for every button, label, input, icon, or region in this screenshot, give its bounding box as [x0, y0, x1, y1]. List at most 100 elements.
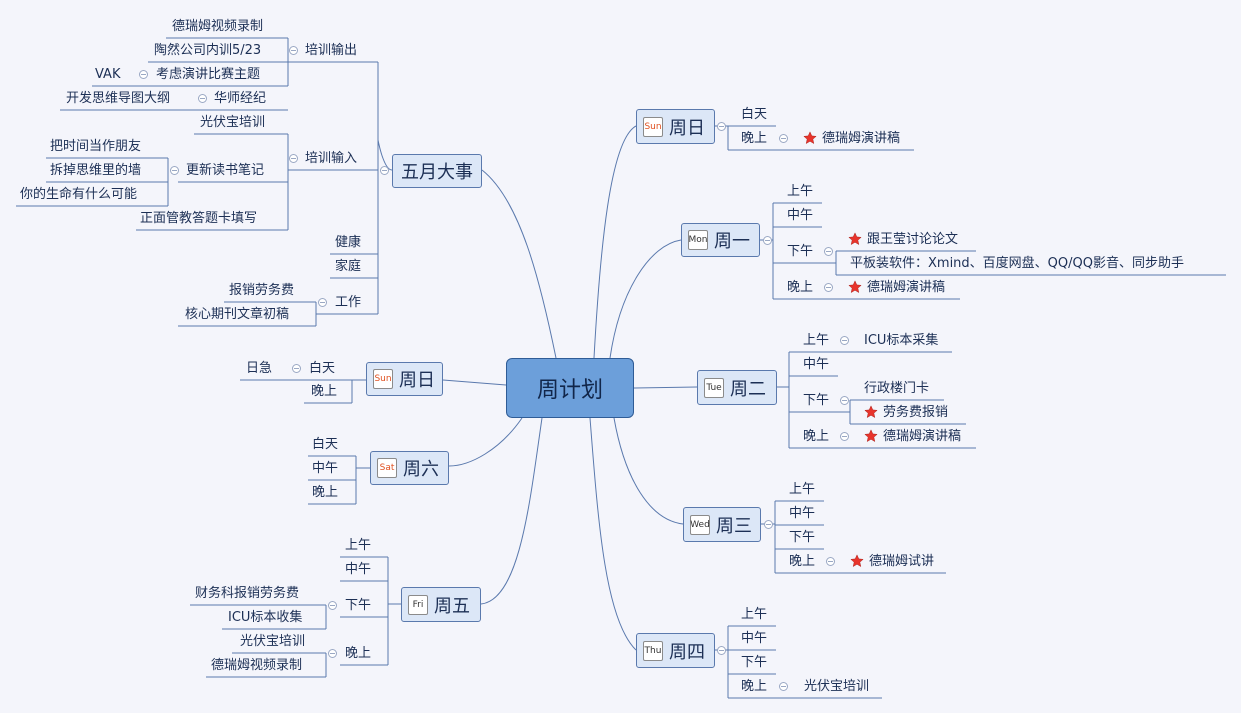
collapse-icon[interactable]: [717, 646, 726, 655]
collapse-icon[interactable]: [139, 70, 148, 79]
collapse-icon[interactable]: [824, 283, 833, 292]
day-item[interactable]: 白天: [309, 361, 336, 376]
collapse-icon[interactable]: [328, 601, 337, 610]
reading-notes-item[interactable]: 拆掉思维里的墙: [50, 163, 142, 178]
topic-may-events[interactable]: 五月大事: [392, 154, 482, 188]
collapse-icon[interactable]: [763, 236, 772, 245]
topic-saturday[interactable]: Sat 周六: [370, 451, 449, 485]
wednesday-am[interactable]: 上午: [789, 482, 816, 497]
collapse-icon[interactable]: [380, 166, 389, 175]
tuesday-eve-item[interactable]: 德瑞姆演讲稿: [883, 429, 962, 444]
monday-eve[interactable]: 晚上: [787, 280, 814, 295]
tuesday-am-item[interactable]: ICU标本采集: [864, 333, 939, 348]
training-input-label[interactable]: 培训输入: [305, 151, 358, 166]
star-icon: [848, 280, 862, 294]
training-output-item[interactable]: 德瑞姆视频录制: [172, 19, 264, 34]
tuesday-pm-item[interactable]: 劳务费报销: [883, 405, 949, 420]
health-item[interactable]: 健康: [335, 235, 362, 250]
work-item[interactable]: 报销劳务费: [229, 283, 295, 298]
thursday-noon[interactable]: 中午: [741, 631, 768, 646]
tuesday-noon[interactable]: 中午: [803, 357, 830, 372]
monday-am[interactable]: 上午: [787, 184, 814, 199]
tuesday-eve[interactable]: 晚上: [803, 429, 830, 444]
work-item[interactable]: 核心期刊文章初稿: [185, 307, 290, 322]
tuesday-pm-item[interactable]: 行政楼门卡: [864, 381, 930, 396]
star-icon: [864, 405, 878, 419]
friday-pm-item[interactable]: ICU标本收集: [228, 610, 303, 625]
huashi-child[interactable]: 开发思维导图大纲: [66, 91, 171, 106]
reading-notes-item[interactable]: 你的生命有什么可能: [20, 187, 138, 202]
tuesday-am[interactable]: 上午: [803, 333, 830, 348]
collapse-icon[interactable]: [328, 649, 337, 658]
saturday-item[interactable]: 中午: [312, 461, 339, 476]
wednesday-pm[interactable]: 下午: [789, 530, 816, 545]
collapse-icon[interactable]: [824, 247, 833, 256]
collapse-icon[interactable]: [292, 364, 301, 373]
saturday-item[interactable]: 晚上: [312, 485, 339, 500]
topic-saturday-label: 周六: [403, 459, 439, 480]
collapse-icon[interactable]: [840, 336, 849, 345]
collapse-icon[interactable]: [289, 46, 298, 55]
collapse-icon[interactable]: [779, 682, 788, 691]
collapse-icon[interactable]: [840, 432, 849, 441]
saturday-item[interactable]: 白天: [312, 437, 339, 452]
monday-pm[interactable]: 下午: [787, 244, 814, 259]
monday-pm-item[interactable]: 跟王莹讨论论文: [867, 232, 959, 247]
friday-noon[interactable]: 中午: [345, 562, 372, 577]
thursday-eve[interactable]: 晚上: [741, 679, 768, 694]
collapse-icon[interactable]: [289, 154, 298, 163]
topic-sunday-right[interactable]: Sun 周日: [636, 109, 715, 144]
friday-pm-item[interactable]: 财务科报销劳务费: [195, 586, 300, 601]
sunday-eve[interactable]: 晚上: [741, 131, 768, 146]
monday-eve-item[interactable]: 德瑞姆演讲稿: [867, 280, 946, 295]
family-item[interactable]: 家庭: [335, 259, 362, 274]
topic-sunday-right-label: 周日: [669, 117, 705, 139]
thursday-pm[interactable]: 下午: [741, 655, 768, 670]
topic-sunday-left[interactable]: Sun 周日: [366, 362, 443, 396]
thursday-eve-item[interactable]: 光伏宝培训: [804, 679, 870, 694]
work-label[interactable]: 工作: [335, 295, 362, 310]
wednesday-eve[interactable]: 晚上: [789, 554, 816, 569]
monday-noon[interactable]: 中午: [787, 208, 814, 223]
friday-eve[interactable]: 晚上: [345, 646, 372, 661]
training-input-item[interactable]: 光伏宝培训: [200, 115, 266, 130]
huashi-label[interactable]: 华师经纪: [214, 91, 267, 106]
friday-eve-item[interactable]: 光伏宝培训: [240, 634, 306, 649]
collapse-icon[interactable]: [318, 298, 327, 307]
friday-am[interactable]: 上午: [345, 538, 372, 553]
vak-note[interactable]: VAK: [95, 67, 121, 82]
topic-wednesday[interactable]: Wed 周三: [683, 507, 761, 542]
friday-pm[interactable]: 下午: [345, 598, 372, 613]
star-icon: [850, 554, 864, 568]
evening-item[interactable]: 晚上: [311, 384, 338, 399]
topic-tuesday[interactable]: Tue 周二: [697, 370, 777, 405]
sunday-eve-item[interactable]: 德瑞姆演讲稿: [822, 131, 901, 146]
collapse-icon[interactable]: [764, 520, 773, 529]
training-output-item[interactable]: 考虑演讲比赛主题: [156, 67, 261, 82]
friday-eve-item[interactable]: 德瑞姆视频录制: [211, 658, 303, 673]
training-output-label[interactable]: 培训输出: [305, 43, 358, 58]
topic-friday[interactable]: Fri 周五: [401, 587, 481, 622]
topic-monday-label: 周一: [714, 231, 750, 252]
topic-monday[interactable]: Mon 周一: [681, 223, 760, 257]
thursday-am[interactable]: 上午: [741, 607, 768, 622]
training-output-item[interactable]: 陶然公司内训5/23: [154, 43, 262, 58]
monday-pm-item[interactable]: 平板装软件：Xmind、百度网盘、QQ/QQ影音、同步助手: [850, 256, 1184, 271]
topic-thursday[interactable]: Thu 周四: [636, 633, 715, 668]
wednesday-eve-item[interactable]: 德瑞姆试讲: [869, 554, 935, 569]
reading-notes-item[interactable]: 把时间当作朋友: [50, 139, 142, 154]
sunday-day[interactable]: 白天: [741, 107, 768, 122]
topic-may-events-label: 五月大事: [401, 162, 473, 183]
central-topic[interactable]: 周计划: [506, 358, 634, 418]
collapse-icon[interactable]: [840, 396, 849, 405]
collapse-icon[interactable]: [779, 134, 788, 143]
wednesday-noon[interactable]: 中午: [789, 506, 816, 521]
collapse-icon[interactable]: [717, 122, 726, 131]
collapse-icon[interactable]: [198, 94, 207, 103]
training-input-item[interactable]: 正面管教答题卡填写: [140, 211, 258, 226]
day-note[interactable]: 日急: [246, 361, 273, 376]
collapse-icon[interactable]: [826, 557, 835, 566]
reading-notes-label[interactable]: 更新读书笔记: [186, 163, 265, 178]
tuesday-pm[interactable]: 下午: [803, 393, 830, 408]
collapse-icon[interactable]: [170, 166, 179, 175]
